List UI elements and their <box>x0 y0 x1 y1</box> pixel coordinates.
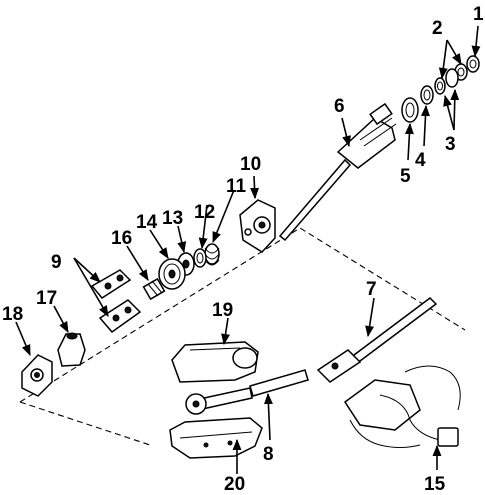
part-4-5-rings <box>401 85 434 123</box>
callout-9: 9 <box>51 252 62 273</box>
part-14-gear <box>158 258 186 290</box>
callout-8: 8 <box>263 444 274 465</box>
part-2-3-washers <box>434 63 468 95</box>
callout-17: 17 <box>36 288 57 309</box>
callout-12: 12 <box>194 202 215 223</box>
callout-7: 7 <box>366 279 377 300</box>
part-12-washer <box>193 248 207 268</box>
callout-4: 4 <box>415 150 426 171</box>
part-15-switch-harness <box>343 365 461 448</box>
part-1-nut <box>466 55 480 73</box>
callout-14: 14 <box>136 212 158 233</box>
callout-18: 18 <box>2 304 23 325</box>
callout-5: 5 <box>400 166 411 187</box>
callout-13: 13 <box>162 208 183 229</box>
callout-11: 11 <box>226 176 247 197</box>
callout-6: 6 <box>334 96 345 117</box>
callout-labels: 1 2 3 4 5 6 7 8 9 10 11 12 13 14 15 16 1… <box>2 4 484 495</box>
callout-19: 19 <box>212 300 233 321</box>
part-7-intermediate-shaft <box>316 297 438 383</box>
part-18-base <box>21 354 53 397</box>
part-10-housing <box>239 199 276 253</box>
part-17-cover <box>57 332 86 367</box>
part-16-spring <box>142 277 166 301</box>
callout-1: 1 <box>473 4 484 25</box>
part-8-column-tube <box>185 369 309 415</box>
part-20-lower-shroud <box>169 417 263 459</box>
part-9-universal-joint-upper <box>90 269 132 299</box>
part-9-universal-joint-lower <box>98 299 142 334</box>
part-19-upper-shroud <box>171 341 259 383</box>
leader-lines <box>15 25 481 474</box>
exploded-view-frame <box>19 227 466 446</box>
part-6-upper-shaft <box>278 102 397 242</box>
part-11-spring <box>204 243 220 266</box>
callout-16: 16 <box>111 228 132 249</box>
callout-2: 2 <box>432 18 443 39</box>
callout-15: 15 <box>424 474 446 495</box>
callout-10: 10 <box>240 154 261 175</box>
callout-3: 3 <box>445 134 456 155</box>
callout-20: 20 <box>224 474 245 495</box>
